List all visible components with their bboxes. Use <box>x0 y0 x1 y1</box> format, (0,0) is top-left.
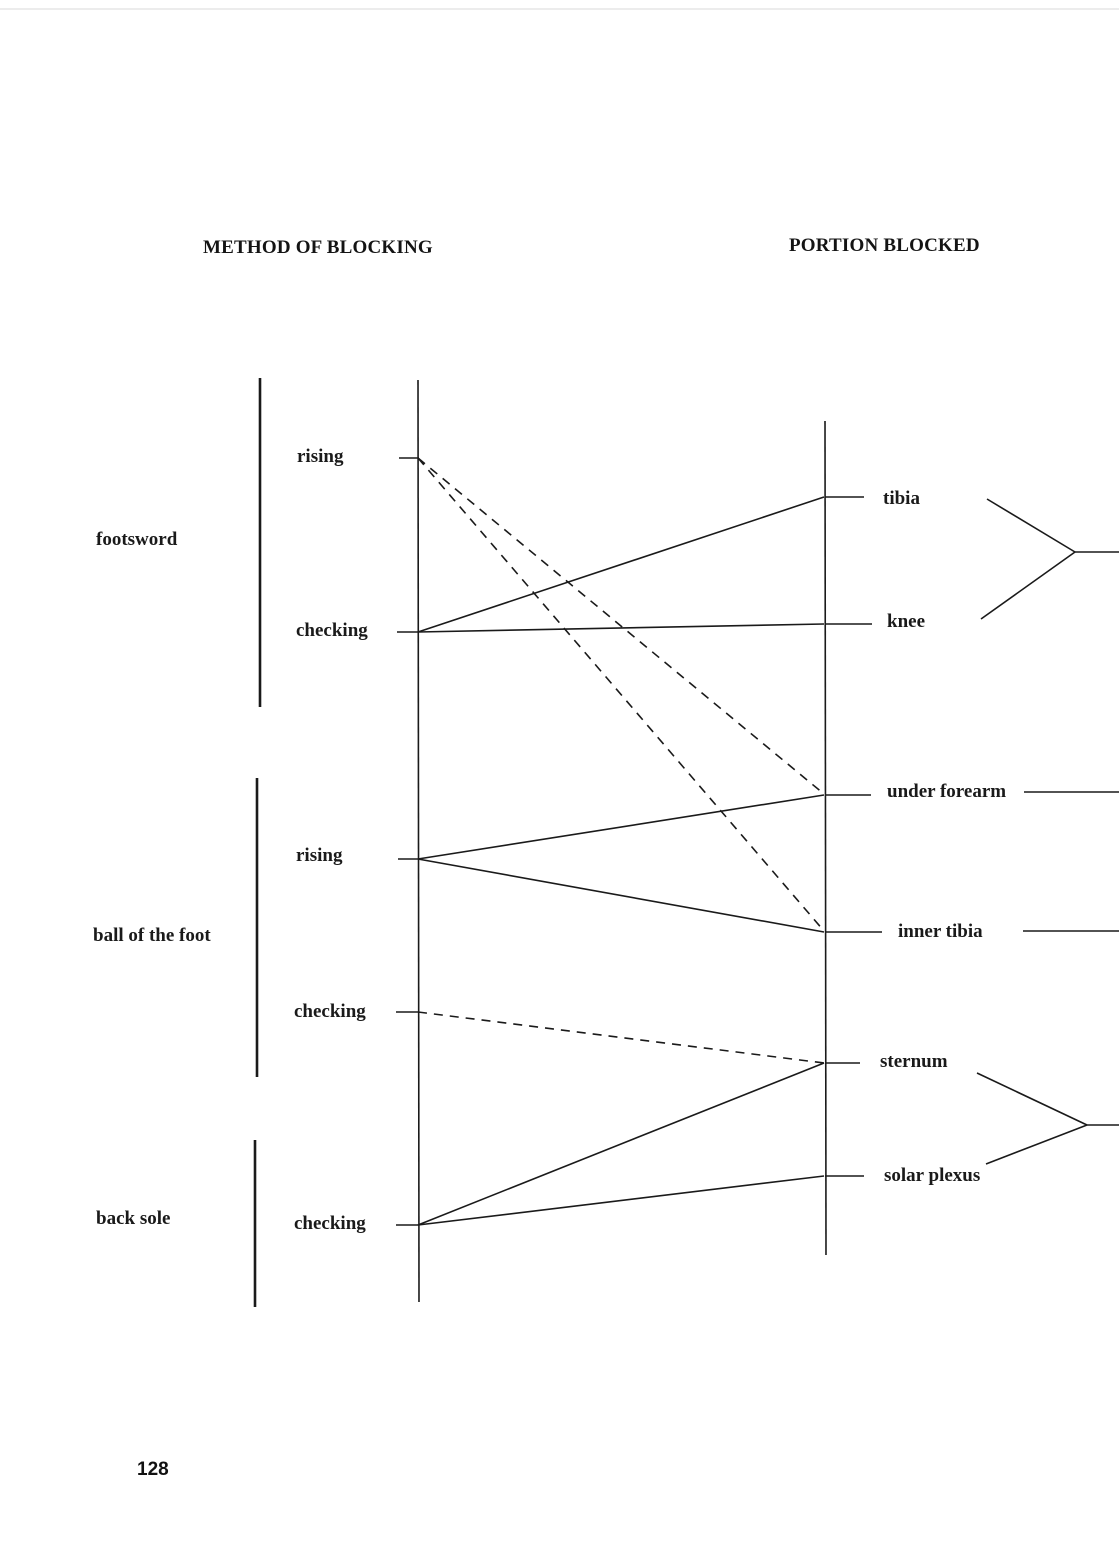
header-portion-blocked: PORTION BLOCKED <box>789 235 980 256</box>
portion-label-under-forearm: under forearm <box>887 781 1006 802</box>
page-top-edge <box>0 8 1119 10</box>
method-label-ball-checking: checking <box>294 1001 366 1022</box>
portion-label-sternum: sternum <box>880 1051 948 1072</box>
connection-ball-rising-to-inner-tibia <box>417 858 825 933</box>
group-label-ball-of-the-foot: ball of the foot <box>93 925 211 946</box>
group-label-back-sole: back sole <box>96 1208 170 1229</box>
header-method-of-blocking: METHOD OF BLOCKING <box>203 237 433 258</box>
right-connector-solar-plexus-lower <box>985 1124 1088 1165</box>
portion-label-tibia: tibia <box>883 488 920 509</box>
group-label-footsword: footsword <box>96 529 178 550</box>
right-connector-sternum-upper <box>976 1072 1088 1126</box>
connection-back-sole-checking-to-solar-plexus <box>417 1175 825 1226</box>
connection-back-sole-checking-to-sternum <box>417 1062 825 1226</box>
right-connector-knee-lower <box>980 551 1076 620</box>
connection-footsword-checking-to-knee <box>417 623 825 633</box>
method-label-footsword-rising: rising <box>297 446 344 467</box>
method-axis-line <box>417 379 420 1303</box>
connection-footsword-rising-to-inner-tibia <box>417 457 825 932</box>
portion-label-solar-plexus: solar plexus <box>884 1165 980 1186</box>
portion-label-inner-tibia: inner tibia <box>898 921 983 942</box>
right-connector-tibia-upper <box>986 498 1076 553</box>
connection-footsword-rising-to-under-forearm <box>417 457 825 795</box>
portion-axis-line <box>824 420 827 1256</box>
method-label-back-sole-checking: checking <box>294 1213 366 1234</box>
portion-label-knee: knee <box>887 611 925 632</box>
method-label-ball-rising: rising <box>296 845 343 866</box>
connection-ball-checking-to-sternum <box>417 1011 825 1064</box>
connection-ball-rising-to-under-forearm <box>417 794 825 860</box>
connection-footsword-checking-to-tibia <box>417 496 825 633</box>
page-number: 128 <box>137 1459 169 1480</box>
method-label-footsword-checking: checking <box>296 620 368 641</box>
